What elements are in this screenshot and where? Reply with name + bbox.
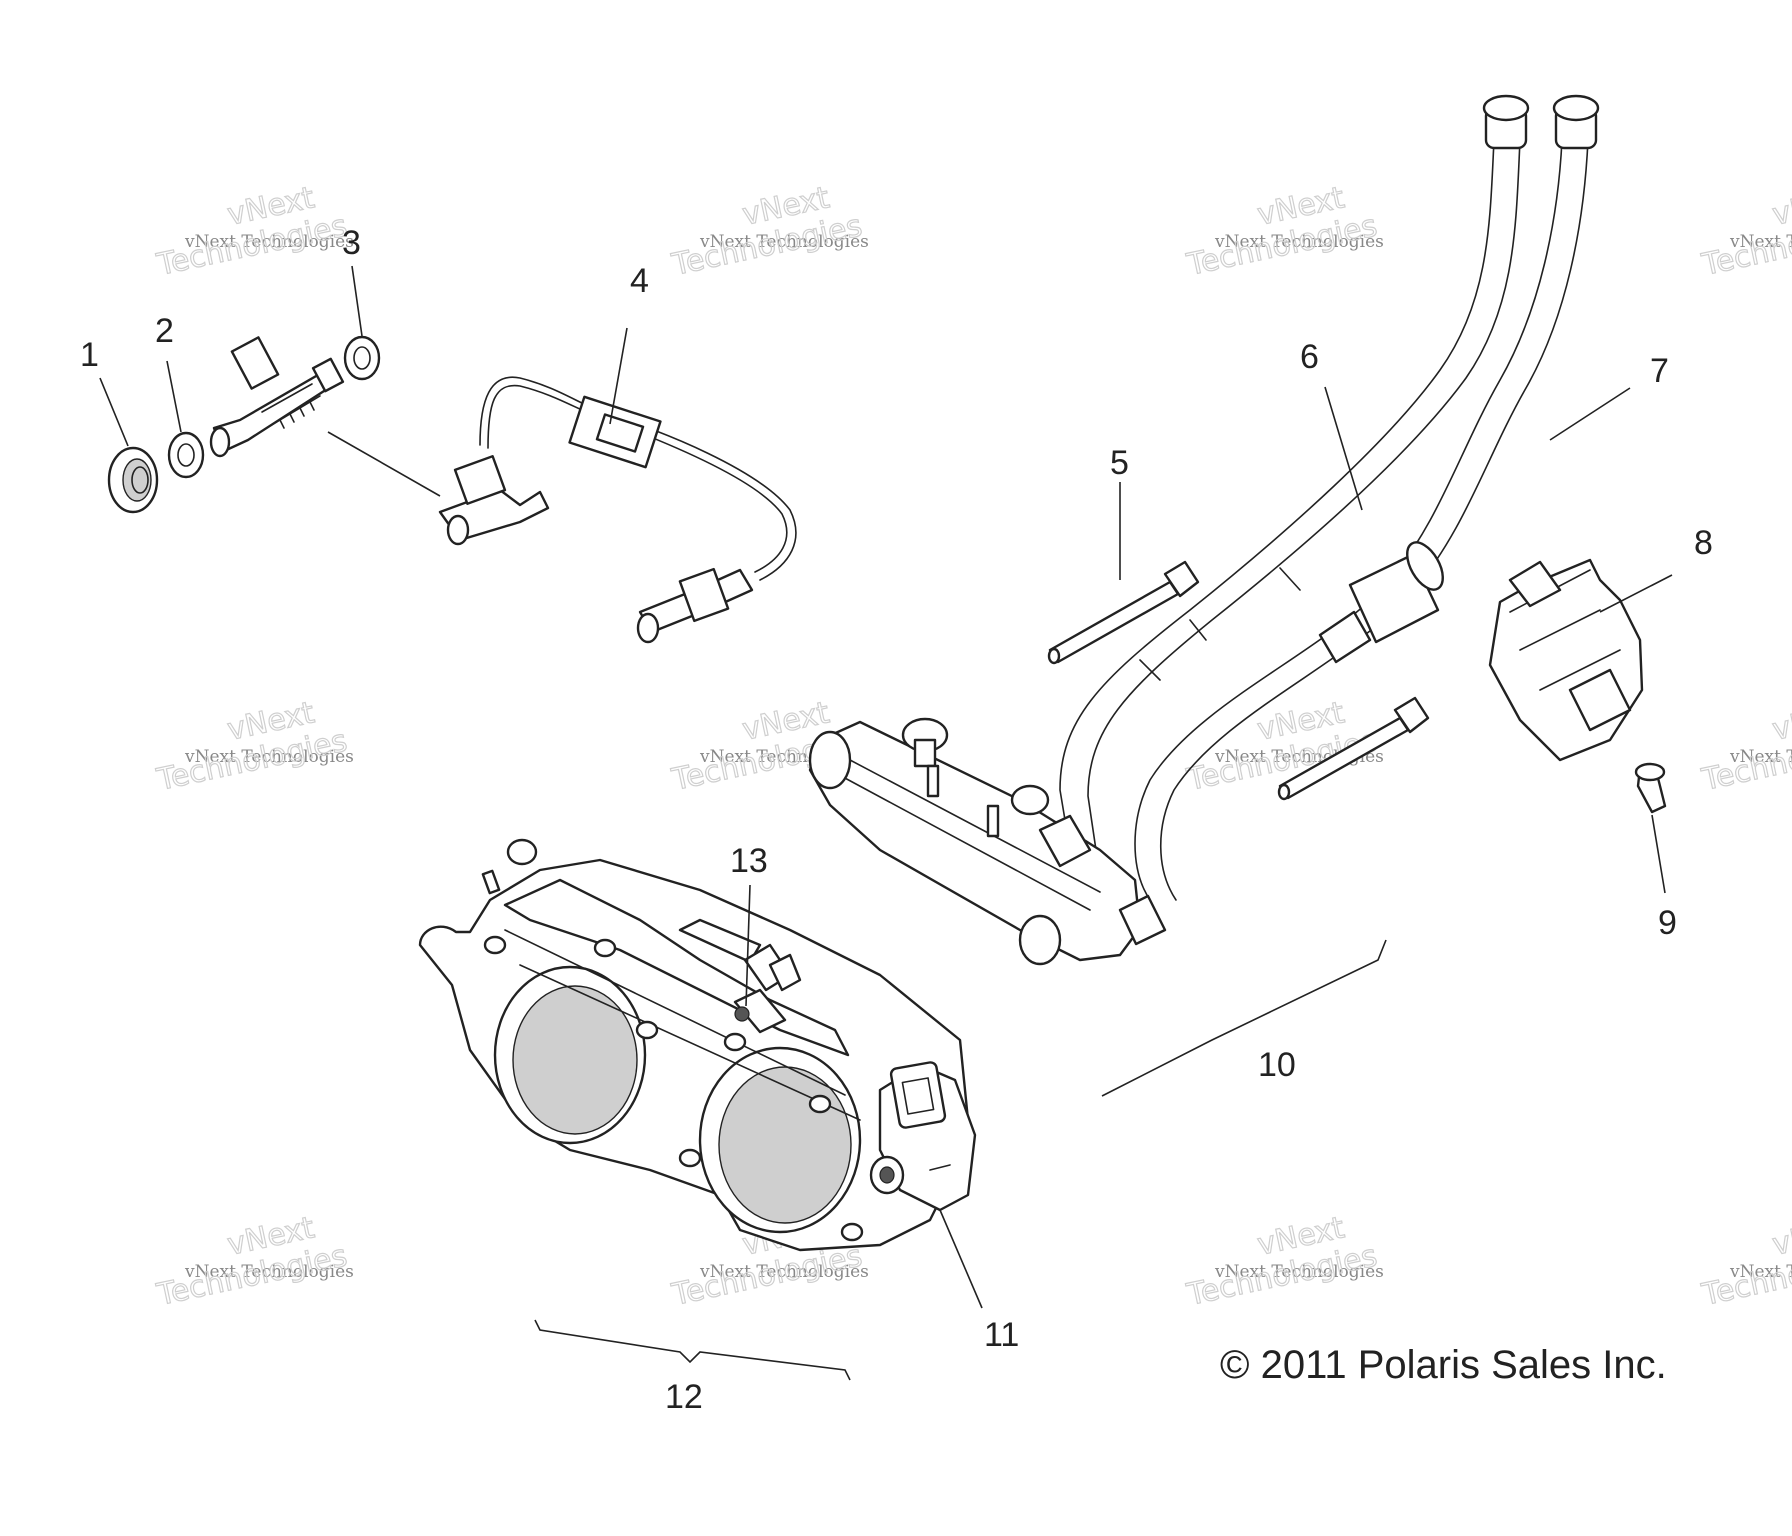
svg-text:vNext: vNext [1769,180,1792,233]
bracket-12 [534,1319,851,1381]
part-2-oring [167,431,205,479]
svg-text:vNext: vNext [1769,1210,1792,1263]
leader-8 [1599,574,1673,613]
part-4-injector-harness [438,376,797,644]
hose-fittings [1482,94,1600,150]
svg-text:vNext: vNext [1769,695,1792,748]
copyright-notice: © 2011 Polaris Sales Inc. [1220,1343,1667,1387]
svg-text:vNext Technologies: vNext Technologies [1214,1262,1384,1282]
callout-11: 11 [984,1316,1019,1354]
callout-5: 5 [1110,444,1129,482]
watermark: vNext vNext Technologies Technologies [1698,695,1792,799]
callout-2: 2 [155,312,174,350]
svg-text:vNext Technologies: vNext Technologies [699,1262,869,1282]
callout-4: 4 [630,262,649,300]
leader-6 [1324,386,1363,511]
callout-13: 13 [730,842,768,880]
part-1-seal [107,446,159,514]
watermark: vNext vNext Technologies Technologies [1183,180,1384,284]
leader-9 [1651,814,1666,894]
watermark: vNext vNext Technologies Technologies [153,180,354,284]
part-10-fuel-rail [808,717,1167,966]
callout-8: 8 [1694,524,1713,562]
leader-1 [99,377,129,447]
watermark: vNext vNext Technologies Technologies [668,180,869,284]
watermark: vNext vNext Technologies Technologies [1698,1210,1792,1314]
leader-injector [327,431,441,497]
part-6-fuel-hose [1059,139,1521,851]
svg-text:vNext Technologies: vNext Technologies [1729,747,1792,767]
callout-12: 12 [665,1378,703,1416]
svg-text:vNext Technologies: vNext Technologies [1214,232,1384,252]
fuel-filter [1318,541,1444,664]
svg-text:vNext Technologies: vNext Technologies [184,232,354,252]
svg-text:vNext Technologies: vNext Technologies [184,1262,354,1282]
part-9-screw [1634,762,1667,814]
part-3-oring [343,335,381,381]
callout-3: 3 [342,224,361,262]
callout-9: 9 [1658,904,1677,942]
leader-lines [99,265,1673,1309]
bracket-10 [1101,939,1387,1097]
leader-13 [745,884,751,1007]
watermark: vNext vNext Technologies Technologies [1183,1210,1384,1314]
svg-text:vNext Technologies: vNext Technologies [184,747,354,767]
callout-6: 6 [1300,338,1319,376]
leader-7 [1549,387,1631,441]
watermark: vNext vNext Technologies Technologies [153,695,354,799]
callout-7: 7 [1650,352,1669,390]
svg-text:vNext Technologies: vNext Technologies [1729,1262,1792,1282]
leader-4 [609,327,628,425]
part-11-tps-sensor [869,1061,977,1212]
rail-bolt [1277,696,1430,801]
watermark: vNext vNext Technologies Technologies [153,1210,354,1314]
callout-10: 10 [1258,1046,1296,1084]
part-13-fitting [733,953,802,1034]
callout-1: 1 [80,336,99,374]
leader-3 [351,265,363,337]
part-8-bracket [1488,558,1644,762]
watermark: vNext vNext Technologies Technologies [1698,180,1792,284]
callout-labels: 1 2 3 4 5 6 7 8 9 10 11 12 13 [80,224,1713,1416]
part-12-throttle-body [418,838,972,1252]
fuel-injector [209,336,345,458]
svg-text:vNext Technologies: vNext Technologies [1729,232,1792,252]
part-5-bolt [1047,560,1200,665]
leader-2 [166,360,182,433]
svg-text:vNext Technologies: vNext Technologies [699,232,869,252]
leader-11 [939,1209,983,1309]
